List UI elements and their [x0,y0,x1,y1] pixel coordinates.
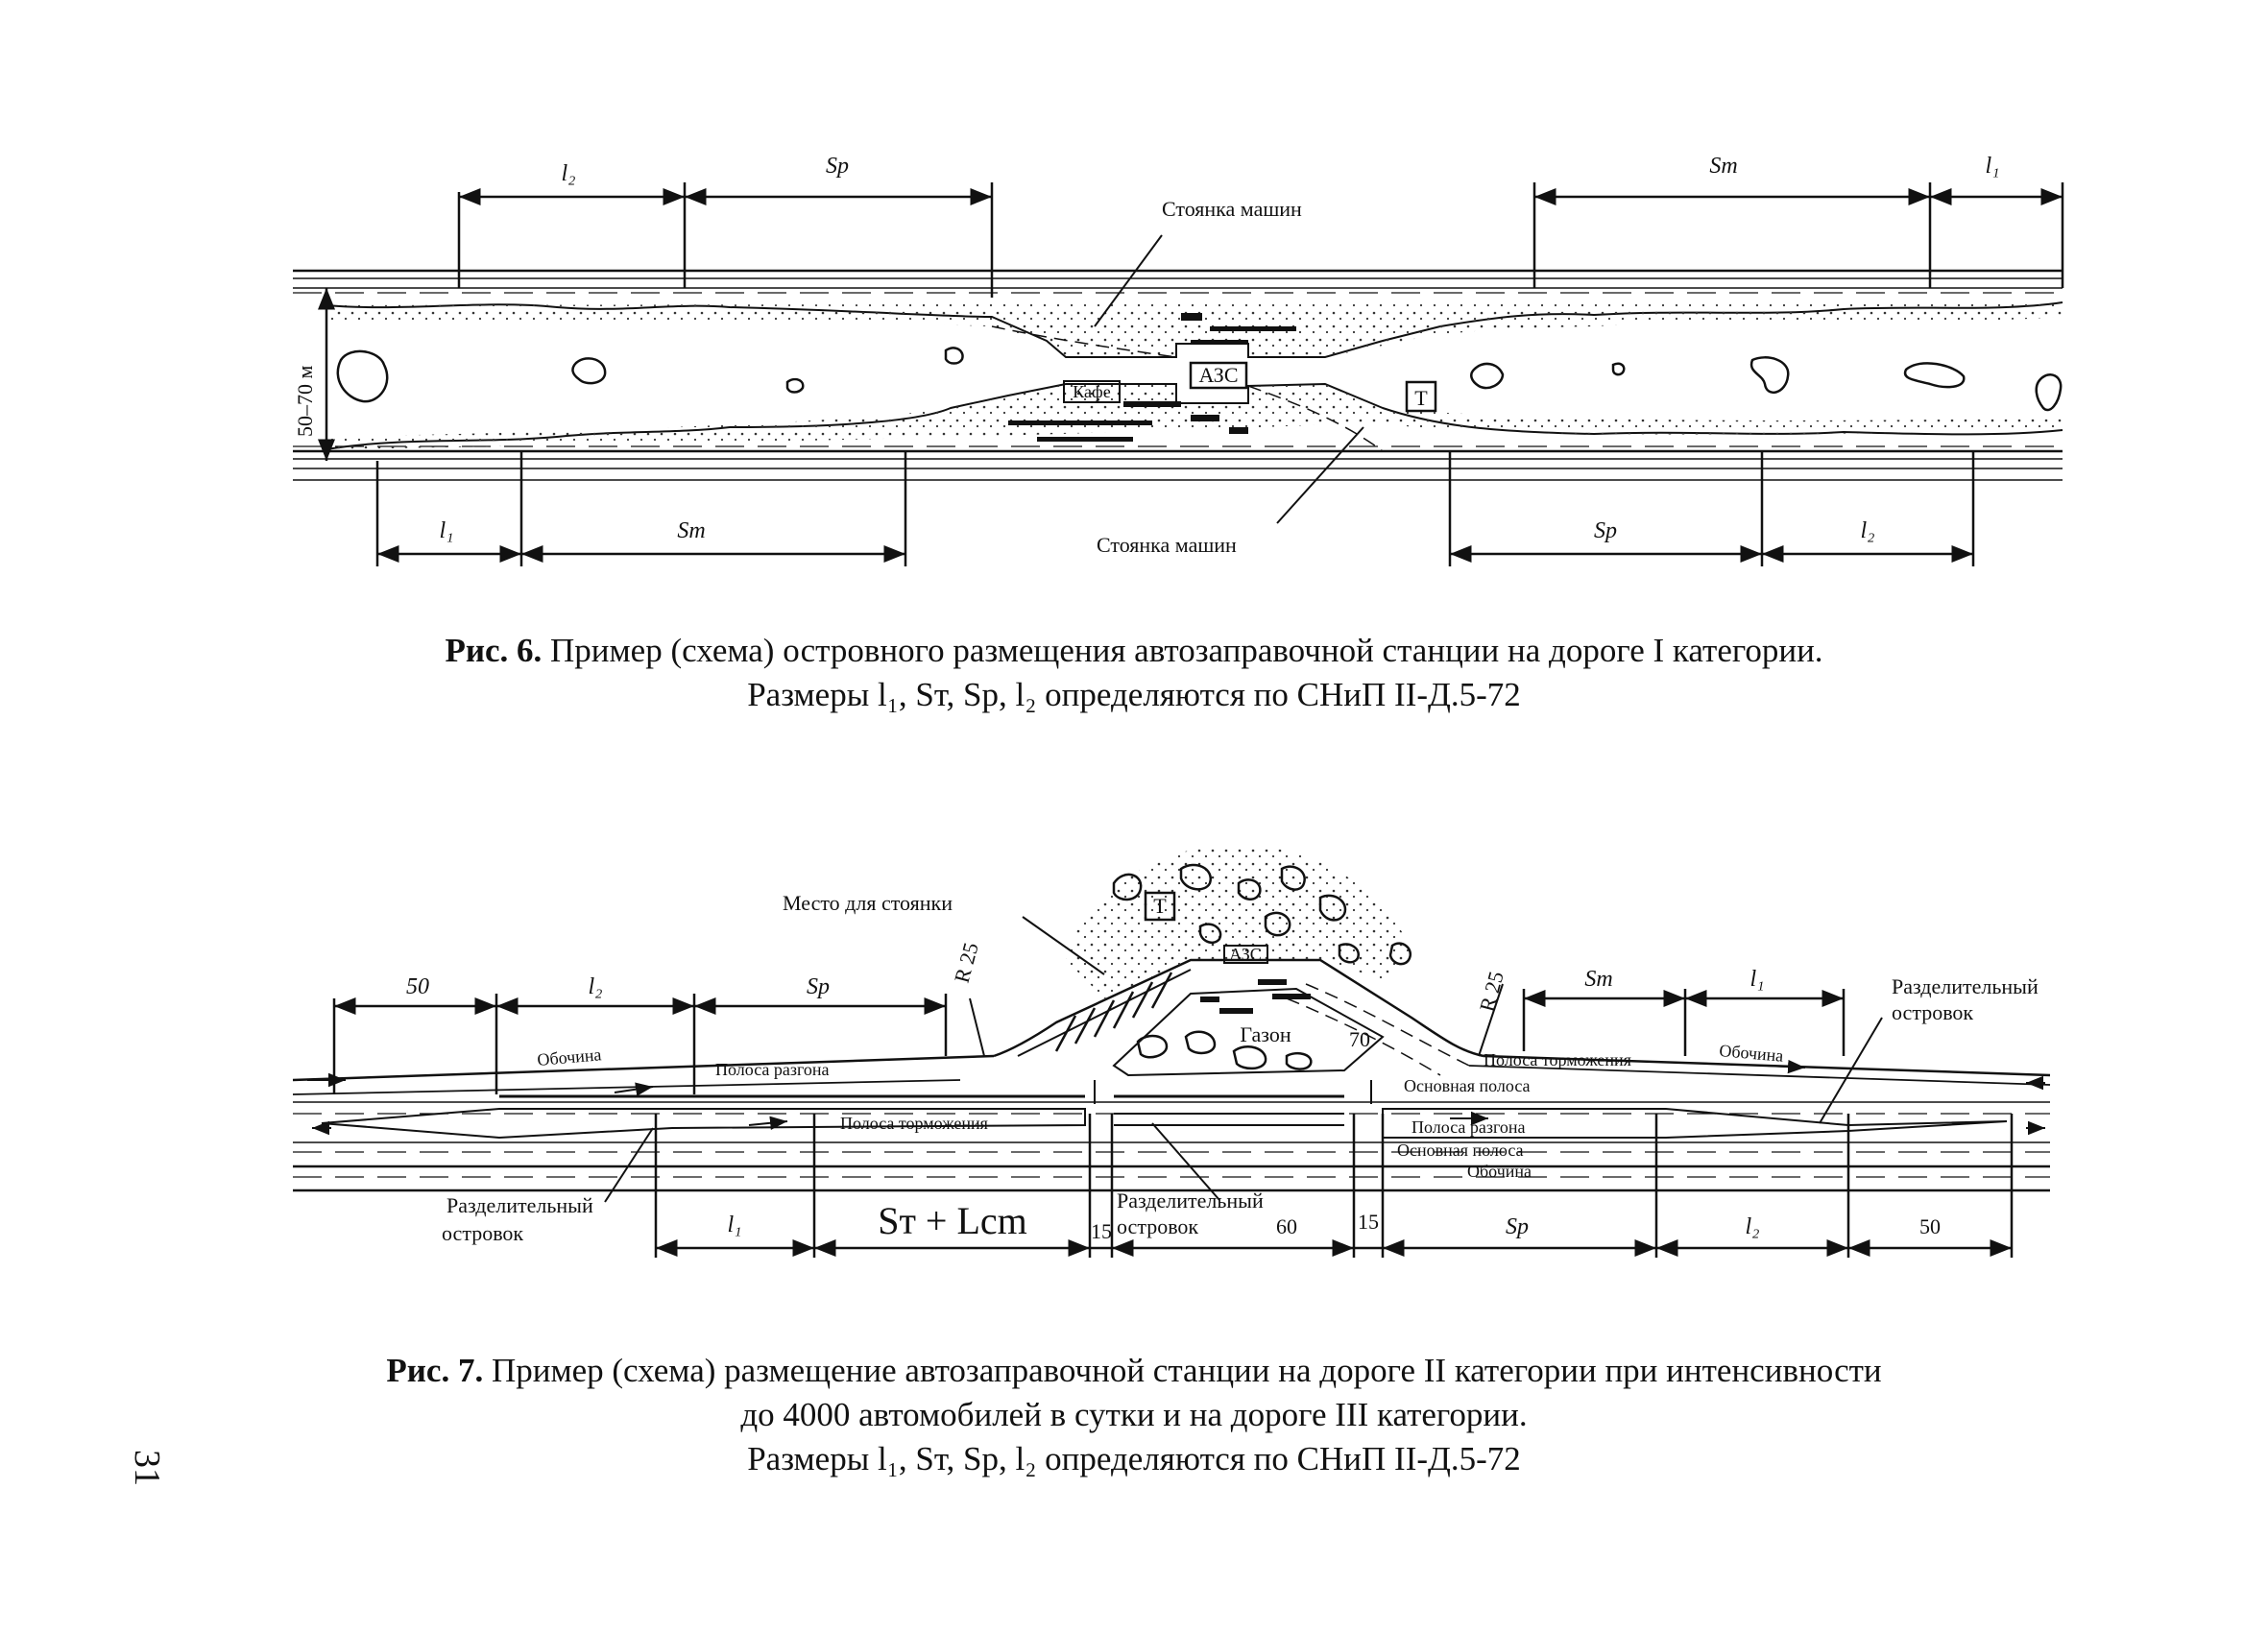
fig7-dim-50-top: 50 [406,974,429,999]
fig6-toilet-box [1405,380,1437,413]
fig6-dim-sp-bottom: Sр [1594,518,1617,543]
fig6-carriageway-bottom [293,445,2063,481]
figure-6-labels: l₂ Sр Sт l₁ Стоянка машин Стоянка машин … [293,154,2000,557]
fig6-dim-st-bottom: Sт [677,518,705,543]
figure-7-caption-line1: Рис. 7. Пример (схема) размещение автоза… [0,1349,2268,1393]
fig6-dim-l1-top: l₁ [1985,154,1999,179]
fig7-brake-lane-top: Полоса торможения [1484,1050,1631,1069]
fig7-accel-lane-top: Полоса разгона [715,1060,830,1079]
fig7-accel-lane-bottom: Полоса разгона [1411,1117,1526,1137]
fig7-dim-15-right: 15 [1358,1210,1379,1234]
figure-6-caption: Рис. 6. Пример (схема) островного размещ… [0,629,2268,717]
figure-6-caption-num: Рис. 6. [445,632,543,669]
fig6-top-dimensions [457,182,2064,298]
fig6-toilet-label: Т [1414,386,1428,410]
fig7-divider-left-line2: островок [442,1221,523,1245]
page-number: 31 [127,1450,167,1486]
fig7-azs-label: АЗС [1229,945,1262,964]
figure-6-caption-line2: Размеры l₁, Sт, Sр, l₂ определяются по С… [747,676,1521,713]
fig7-dim-l1-top: l₁ [1749,967,1764,992]
fig7-azs-box [1223,945,1268,964]
fig6-dim-sp-top: Sр [826,154,849,179]
fig7-dim-60: 60 [1276,1214,1297,1238]
fig7-dim-l2-top: l₂ [588,974,602,999]
fig6-cafe-box [1063,380,1121,403]
fig6-dim-l2-top: l₂ [561,161,575,186]
fig7-divider-mid-line2: островок [1117,1214,1198,1238]
fig7-dim-50-bottom: 50 [1919,1214,1941,1238]
fig6-azs-box [1189,361,1248,390]
fig7-divider-right-line2: островок [1892,1000,1973,1024]
fig7-toilet-label: Т [1153,894,1167,918]
fig7-lawn-label: Газон [1240,1022,1291,1046]
fig7-divider-left-line1: Разделительный [446,1193,593,1217]
fig7-dim-st-top: Sт [1584,967,1612,992]
fig6-parking-top-label: Стоянка машин [1162,197,1302,221]
fig7-top-dimensions [332,989,1846,1094]
fig7-dim-sp-top: Sр [807,974,830,999]
fig7-dim-sp-bottom: Sр [1506,1214,1529,1239]
fig7-r25-left: R 25 [950,940,983,985]
fig7-parking-place-label: Место для стоянки [783,891,953,915]
figure-7-caption: Рис. 7. Пример (схема) размещение автоза… [0,1349,2268,1481]
fig6-bottom-dimensions [375,451,1975,566]
fig7-shoulder-bottom: Обочина [1467,1162,1532,1181]
fig6-parking-bottom-label: Стоянка машин [1097,533,1237,557]
figure-7-caption-text: Пример (схема) размещение автозаправочно… [483,1352,1882,1389]
figure-6-caption-text: Пример (схема) островного размещения авт… [542,632,1823,669]
fig7-shoulder-right: Обочина [1719,1041,1784,1066]
fig7-main-lane-top: Основная полоса [1404,1076,1531,1095]
fig6-width-label: 50–70 м [293,366,317,438]
fig7-dim-15-left: 15 [1091,1219,1112,1243]
figure-7-diagram [292,844,2051,1258]
fig6-carriageway-top [293,269,2063,294]
fig7-dim-st-lcm: Sт + Lcm [878,1199,1027,1242]
fig6-cafe-label: Кафе [1073,382,1110,401]
figure-7-caption-line3: Размеры l₁, Sт, Sр, l₂ определяются по С… [747,1440,1521,1477]
fig7-brake-lane-bottom: Полоса торможения [840,1114,988,1133]
fig7-shoulder-left: Обочина [537,1045,602,1069]
fig7-r25-right: R 25 [1475,969,1508,1014]
fig7-seventy-label: 70 [1349,1027,1370,1051]
fig7-toilet-box [1144,891,1176,922]
figure-6-diagram [293,182,2064,566]
fig7-divider-right-line1: Разделительный [1892,974,2039,998]
figure-6-caption-line1: Рис. 6. Пример (схема) островного размещ… [0,629,2268,673]
figure-7-caption-line2: до 4000 автомобилей в сутки и на дороге … [740,1396,1528,1433]
fig6-dim-l1-bottom: l₁ [439,518,453,543]
figure-7-labels: Место для стоянки Т АЗС Газон R 25 R 25 … [406,891,2039,1245]
fig7-main-lane-bottom: Основная полоса [1397,1141,1524,1160]
fig6-dim-st-top: Sт [1709,154,1737,179]
fig6-dim-l2-bottom: l₂ [1860,518,1874,543]
fig7-dim-l2-bottom: l₂ [1745,1214,1759,1239]
fig7-dim-l1-bottom: l₁ [727,1213,741,1237]
figure-7-caption-num: Рис. 7. [386,1352,484,1389]
fig7-divider-mid-line1: Разделительный [1117,1189,1264,1213]
fig7-bottom-dimensions [654,1114,2014,1258]
fig6-azs-label: АЗС [1198,363,1238,387]
